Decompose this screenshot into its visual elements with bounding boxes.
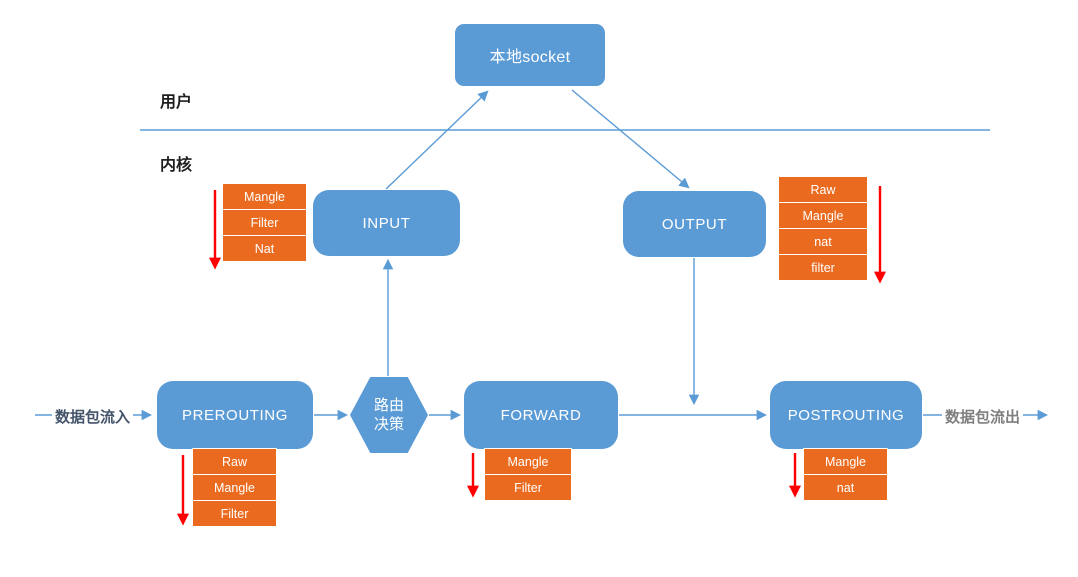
table-cell: Mangle [778, 202, 868, 229]
input-chain-table: Mangle Filter Nat [222, 183, 307, 262]
forward-chain-table: Mangle Filter [484, 448, 572, 501]
zone-label-user: 用户 [160, 94, 193, 111]
prerouting-chain-table: Raw Mangle Filter [192, 448, 277, 527]
table-cell: Nat [222, 235, 307, 262]
node-output: OUTPUT [623, 191, 766, 257]
routing-decision-line1: 路由 [373, 396, 404, 414]
table-cell: Mangle [484, 448, 572, 475]
table-cell: nat [803, 474, 888, 501]
table-cell: Filter [192, 500, 277, 527]
table-cell: Mangle [192, 474, 277, 501]
postrouting-chain-table: Mangle nat [803, 448, 888, 501]
output-chain-table: Raw Mangle nat filter [778, 176, 868, 281]
zone-label-kernel: 内核 [160, 157, 193, 174]
packet-out-label: 数据包流出 [942, 406, 1024, 427]
node-postrouting: POSTROUTING [770, 381, 922, 449]
connector-input-to-socket [385, 90, 489, 190]
table-cell: Filter [484, 474, 572, 501]
table-cell: Raw [778, 176, 868, 203]
node-input: INPUT [313, 190, 460, 256]
table-cell: Mangle [803, 448, 888, 475]
table-cell: Filter [222, 209, 307, 236]
node-forward: FORWARD [464, 381, 618, 449]
routing-decision-line2: 决策 [373, 416, 404, 433]
node-prerouting: PREROUTING [157, 381, 313, 449]
table-cell: filter [778, 254, 868, 281]
connector-socket-to-output [571, 89, 690, 189]
packet-in-label: 数据包流入 [52, 406, 134, 427]
table-cell: Mangle [222, 183, 307, 210]
table-cell: Raw [192, 448, 277, 475]
table-cell: nat [778, 228, 868, 255]
node-local-socket: 本地socket [455, 24, 605, 86]
